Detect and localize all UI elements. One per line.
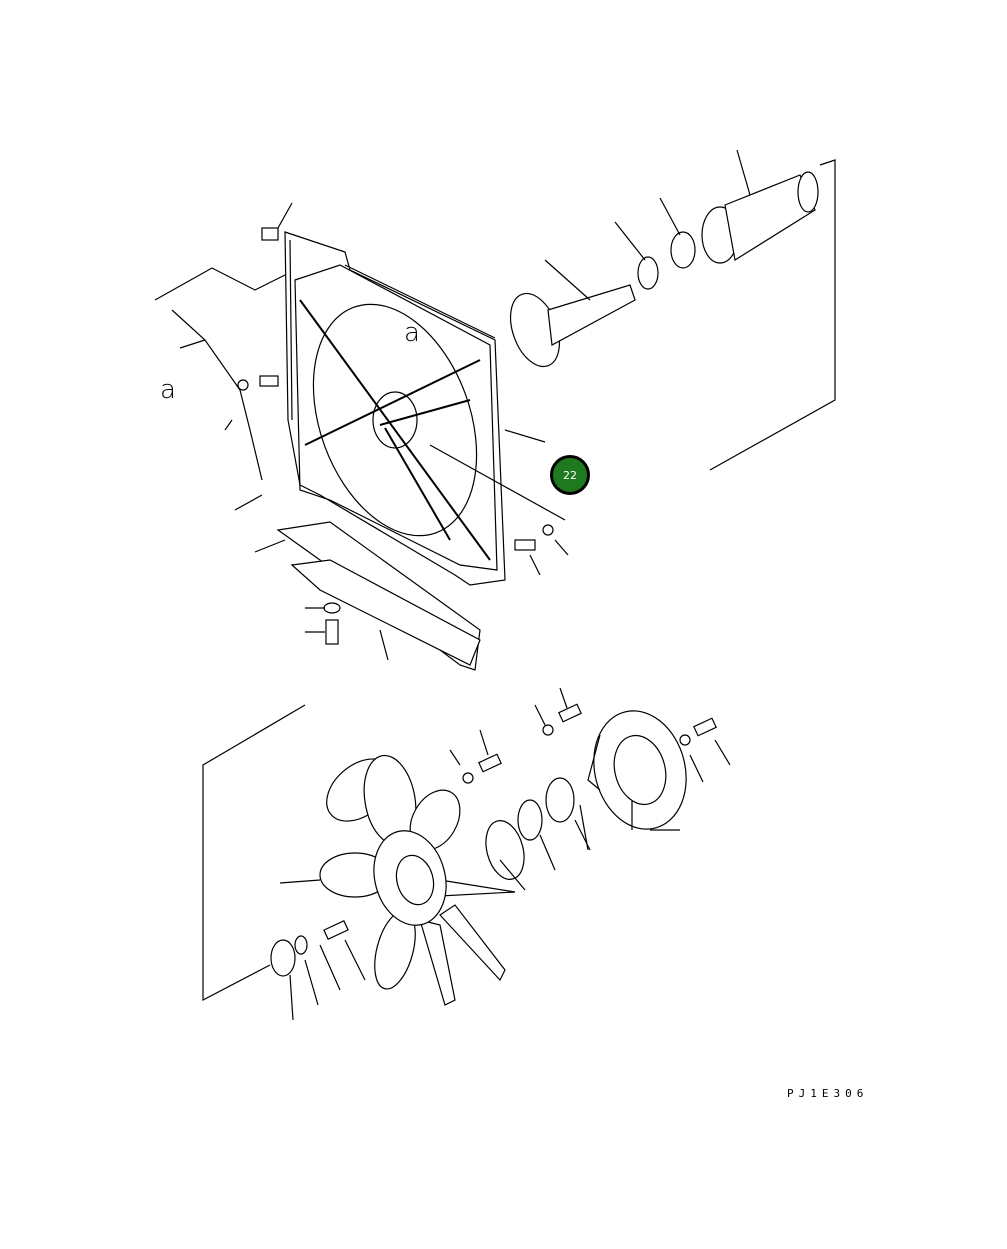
callout-label: 22 xyxy=(563,468,577,482)
lower-brackets xyxy=(276,521,554,671)
drive-shaft xyxy=(509,171,819,368)
fan-shroud-frame xyxy=(284,231,506,586)
view-marker-a-center: a xyxy=(404,318,420,348)
tube-assembly xyxy=(171,227,279,481)
callout-22[interactable]: 22 xyxy=(550,455,590,495)
leader-lines xyxy=(154,149,836,661)
fan-pulley xyxy=(579,710,731,851)
view-marker-a-left: a xyxy=(160,375,176,405)
drawing-code: PJ1E306 xyxy=(787,1087,869,1100)
cooling-fan xyxy=(202,687,591,1021)
